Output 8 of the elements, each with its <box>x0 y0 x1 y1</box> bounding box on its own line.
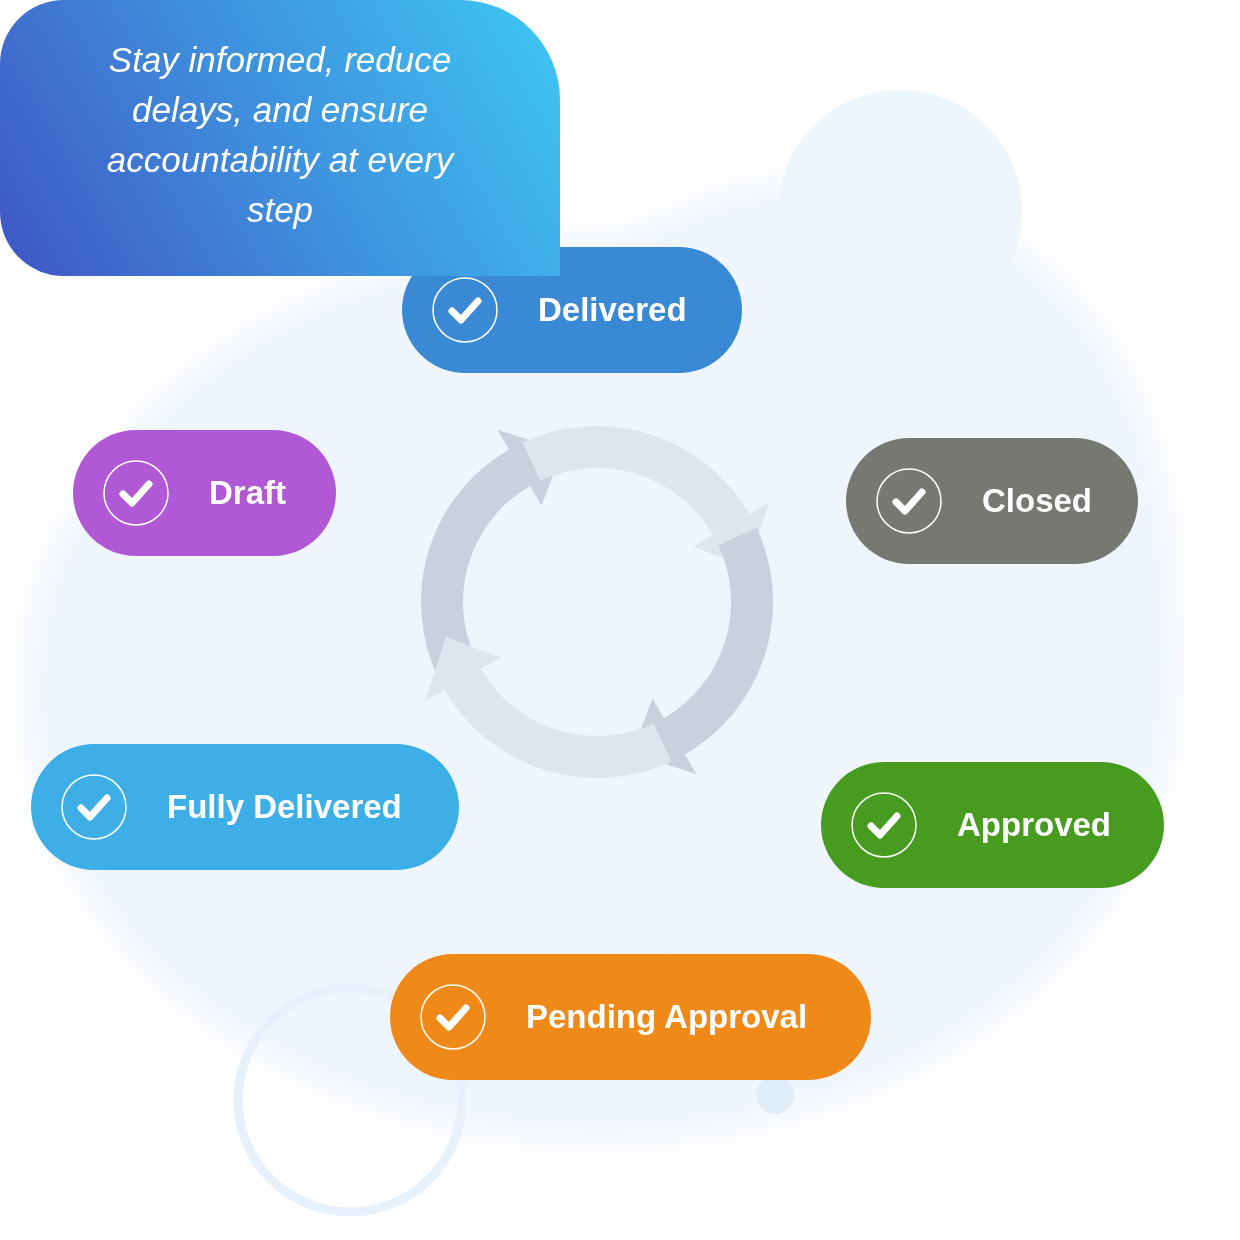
callout-panel <box>0 0 560 276</box>
status-label: Fully Delivered <box>167 787 402 827</box>
status-label: Delivered <box>538 290 687 330</box>
status-label: Closed <box>982 481 1093 521</box>
status-label: Approved <box>957 805 1111 845</box>
status-label: Draft <box>209 473 286 513</box>
tagline-text: Stay informed, reduce delays, and ensure accountability at every step <box>105 39 456 231</box>
status-label: Pending Approval <box>526 997 808 1037</box>
